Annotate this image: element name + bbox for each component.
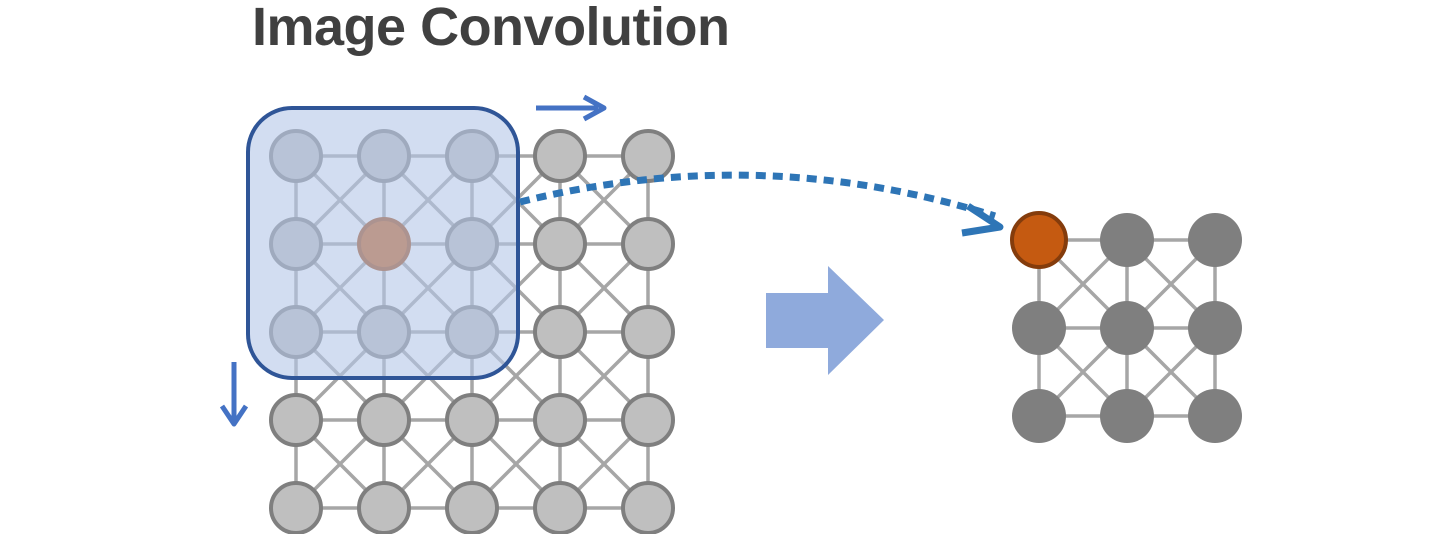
output-grid-nodes [1010, 211, 1242, 443]
output-node [1188, 389, 1242, 443]
output-node [1100, 213, 1154, 267]
output-node [1188, 301, 1242, 355]
right-slide-arrow-icon [536, 94, 607, 122]
input-node [357, 481, 411, 534]
output-node [1100, 389, 1154, 443]
output-node [1012, 389, 1066, 443]
input-node [445, 481, 499, 534]
input-node [533, 129, 587, 183]
input-node [533, 305, 587, 359]
input-node [269, 393, 323, 447]
input-node [621, 305, 675, 359]
transform-arrow-icon [766, 266, 884, 375]
input-node [621, 129, 675, 183]
input-node [621, 393, 675, 447]
output-node [1100, 301, 1154, 355]
input-node [621, 481, 675, 534]
mapping-arrow-icon [519, 171, 1004, 237]
input-node [269, 481, 323, 534]
input-node [533, 481, 587, 534]
diagram-title: Image Convolution [252, 0, 730, 57]
kernel-window [246, 106, 520, 380]
output-node [1012, 301, 1066, 355]
input-node [621, 217, 675, 271]
output-highlight-node [1010, 211, 1068, 269]
input-node [533, 393, 587, 447]
input-node [533, 217, 587, 271]
output-node [1188, 213, 1242, 267]
input-node [357, 393, 411, 447]
down-slide-arrow-icon [219, 362, 249, 427]
input-node [445, 393, 499, 447]
input-grid-nodes [269, 129, 675, 534]
